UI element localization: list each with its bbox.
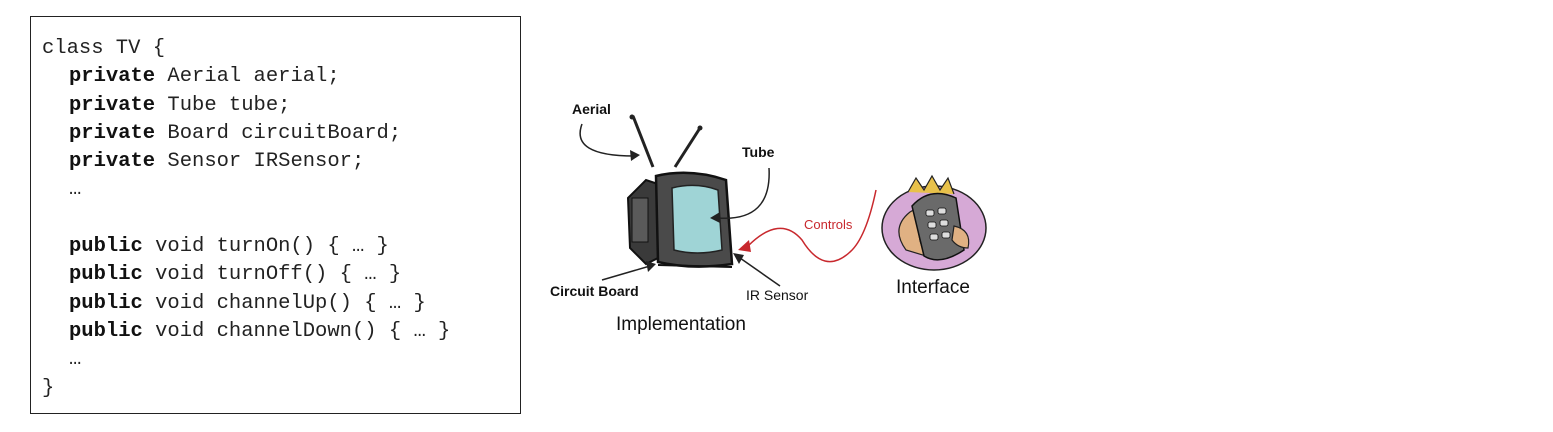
code-text: Sensor IRSensor; (155, 150, 365, 174)
antenna-left-tip (629, 114, 635, 120)
tv-icon (626, 171, 734, 268)
antenna-right-tip (697, 125, 703, 131)
code-line: private Tube tube; (42, 92, 450, 120)
code-panel: class TV {private Aerial aerial;private … (30, 16, 521, 414)
code-line (42, 205, 450, 233)
code-line: class TV { (42, 35, 450, 63)
label-tube: Tube (742, 144, 775, 160)
label-interface: Interface (896, 277, 970, 298)
code-line: } (42, 375, 450, 403)
code-line: private Board circuitBoard; (42, 120, 450, 148)
code-text: void turnOff() { … } (142, 263, 402, 287)
remote-button (927, 221, 937, 229)
code-text: Aerial aerial; (155, 65, 340, 89)
code-text: } (42, 376, 55, 400)
controls-arrow-head (738, 240, 751, 252)
tv-diagram: Aerial Tube Controls Circuit Board IR Se… (550, 101, 987, 335)
code-keyword: public (69, 291, 143, 315)
remote-button (939, 219, 949, 227)
code-keyword: private (69, 65, 156, 89)
arrow-ir-sensor (739, 257, 781, 287)
antenna-left (631, 115, 655, 168)
remote-button (929, 233, 939, 241)
arrow-tube-head (710, 212, 720, 223)
code-keyword: public (69, 319, 143, 343)
label-circuit-board: Circuit Board (550, 283, 639, 299)
label-controls: Controls (804, 217, 853, 232)
arrow-circuit-board (601, 265, 651, 281)
code-keyword: public (69, 263, 143, 287)
controls-curve (747, 189, 877, 263)
arrow-aerial (579, 123, 635, 157)
label-ir-sensor: IR Sensor (746, 287, 809, 303)
arrow-circuit-board-head (646, 261, 656, 272)
remote-button (937, 207, 947, 215)
code-line: private Aerial aerial; (42, 63, 450, 91)
label-aerial: Aerial (572, 101, 611, 117)
code-line: public void channelDown() { … } (42, 318, 450, 346)
arrow-aerial-head (630, 150, 640, 161)
remote-thumb (951, 225, 970, 249)
code-text: … (69, 348, 82, 372)
code-keyword: private (69, 121, 156, 145)
arrow-tube (717, 167, 770, 219)
remote-control-icon (881, 174, 987, 271)
label-implementation: Implementation (616, 314, 746, 335)
code-text: … (69, 178, 82, 202)
code-text: void channelDown() { … } (142, 319, 451, 343)
code-listing: class TV {private Aerial aerial;private … (42, 35, 450, 403)
remote-body (911, 192, 965, 261)
code-text: class TV { (42, 37, 166, 60)
tv-side-panel (631, 197, 649, 243)
code-line: … (42, 346, 450, 374)
arrow-ir-sensor-head (733, 253, 744, 264)
tv-screen (671, 184, 723, 254)
code-text: Board circuitBoard; (155, 121, 402, 145)
remote-button (941, 231, 951, 239)
code-line: public void channelUp() { … } (42, 290, 450, 318)
antenna-right (673, 127, 702, 168)
code-keyword: private (69, 93, 156, 117)
code-line: public void turnOff() { … } (42, 261, 450, 289)
code-line: public void turnOn() { … } (42, 233, 450, 261)
code-text: Tube tube; (155, 93, 291, 117)
code-keyword: private (69, 150, 156, 174)
code-text: void channelUp() { … } (142, 291, 426, 315)
code-line: private Sensor IRSensor; (42, 148, 450, 176)
code-keyword: public (69, 235, 143, 259)
code-line: … (42, 176, 450, 204)
tv-base (657, 264, 733, 268)
remote-button (925, 209, 935, 217)
code-text: void turnOn() { … } (142, 235, 389, 259)
remote-crown (907, 174, 955, 195)
